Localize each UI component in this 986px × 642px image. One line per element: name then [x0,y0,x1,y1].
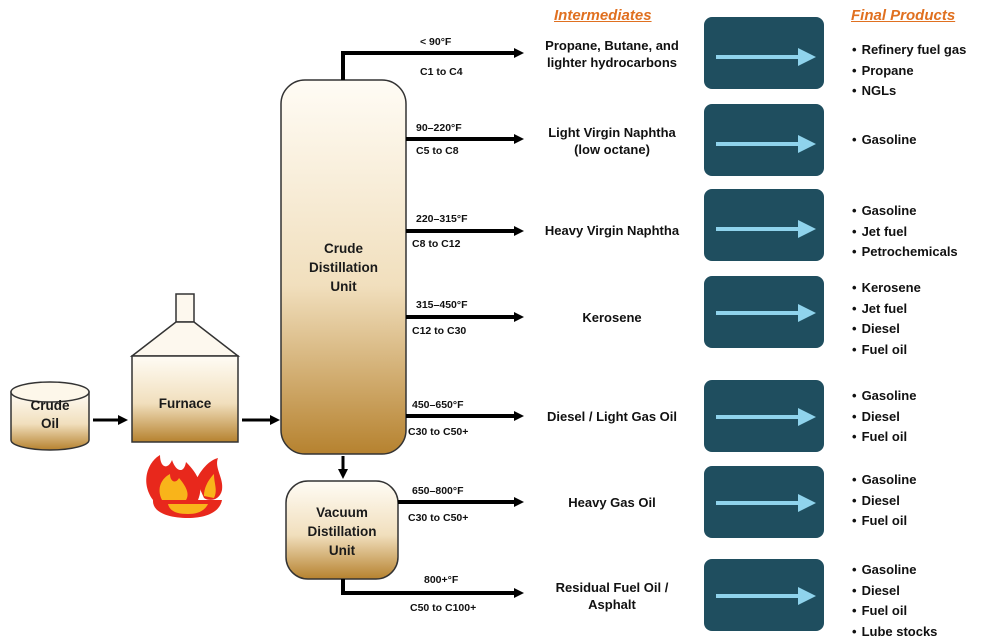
list-item: Fuel oil [852,511,916,532]
intermediate-label: Heavy Virgin Naphtha [522,222,702,239]
conversion-box-2 [704,104,824,176]
stream-temp: 220–315°F [416,213,468,225]
crude-distillation-label: Crude Distillation Unit [281,239,406,296]
final-products-list: Gasoline Diesel Fuel oil Lube stocks [852,560,937,642]
intermediate-label: Light Virgin Naphtha (low octane) [522,124,702,158]
list-item: Lube stocks [852,622,937,642]
list-item: Gasoline [852,201,958,222]
list-item: Gasoline [852,470,916,491]
intermediate-label: Kerosene [522,309,702,326]
stream-carbon-range: C30 to C50+ [408,512,468,524]
list-item: Petrochemicals [852,242,958,263]
list-item: Jet fuel [852,222,958,243]
final-products-list: Gasoline Diesel Fuel oil [852,470,916,532]
intermediates-header: Intermediates [554,7,652,24]
conversion-box-4 [704,276,824,348]
list-item: Refinery fuel gas [852,40,966,61]
crude-oil-label: Crude Oil [14,397,86,433]
intermediate-label: Residual Fuel Oil / Asphalt [522,579,702,613]
stream-temp: 650–800°F [412,485,464,497]
list-item: Diesel [852,491,916,512]
stream-carbon-range: C5 to C8 [416,145,459,157]
stream-carbon-range: C8 to C12 [412,238,460,250]
list-item: Kerosene [852,278,921,299]
list-item: Fuel oil [852,340,921,361]
furnace-label: Furnace [132,394,238,413]
final-products-list: Gasoline Jet fuel Petrochemicals [852,201,958,263]
list-item: Gasoline [852,130,916,151]
final-products-list: Gasoline [852,130,916,151]
stream-carbon-range: C1 to C4 [420,66,463,78]
final-products-list: Gasoline Diesel Fuel oil [852,386,916,448]
final-products-header: Final Products [851,7,955,24]
stream-temp: < 90°F [420,36,451,48]
list-item: Fuel oil [852,427,916,448]
list-item: Propane [852,61,966,82]
list-item: Diesel [852,319,921,340]
conversion-box-7 [704,559,824,631]
list-item: NGLs [852,81,966,102]
list-item: Jet fuel [852,299,921,320]
stream-temp: 315–450°F [416,299,468,311]
stream-carbon-range: C50 to C100+ [410,602,476,614]
flame-icon [146,455,222,518]
list-item: Fuel oil [852,601,937,622]
intermediate-label: Heavy Gas Oil [522,494,702,511]
list-item: Diesel [852,581,937,602]
conversion-box-6 [704,466,824,538]
conversion-box-3 [704,189,824,261]
stream-carbon-range: C12 to C30 [412,325,466,337]
conversion-box-5 [704,380,824,452]
vacuum-distillation-label: Vacuum Distillation Unit [286,503,398,560]
furnace [132,294,238,442]
final-products-list: Kerosene Jet fuel Diesel Fuel oil [852,278,921,360]
list-item: Diesel [852,407,916,428]
list-item: Gasoline [852,560,937,581]
intermediate-label: Propane, Butane, and lighter hydrocarbon… [522,37,702,71]
final-products-list: Refinery fuel gas Propane NGLs [852,40,966,102]
stream-carbon-range: C30 to C50+ [408,426,468,438]
stream-temp: 800+°F [424,574,458,586]
conversion-box-1 [704,17,824,89]
list-item: Gasoline [852,386,916,407]
stream-temp: 450–650°F [412,399,464,411]
stream-temp: 90–220°F [416,122,462,134]
intermediate-label: Diesel / Light Gas Oil [522,408,702,425]
